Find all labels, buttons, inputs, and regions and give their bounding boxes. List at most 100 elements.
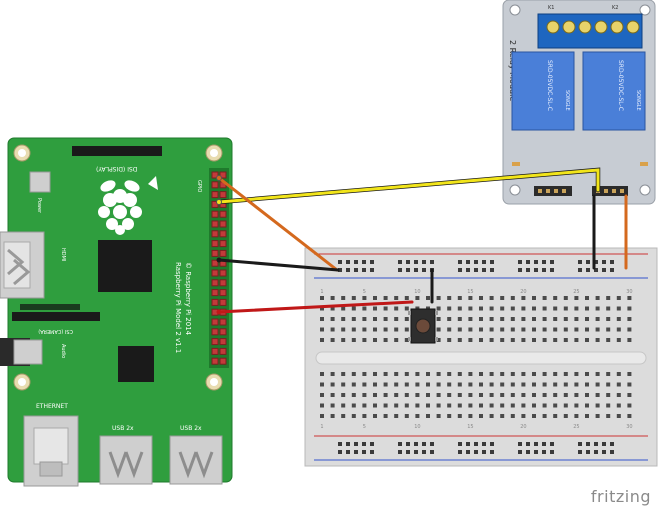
gpio-pin: [219, 191, 227, 199]
rail-hole: [414, 260, 418, 264]
csi-connector: [12, 312, 100, 321]
breadboard-hole: [542, 306, 547, 311]
breadboard-hole: [320, 306, 324, 311]
breadboard-hole: [606, 403, 611, 408]
breadboard-hole: [457, 327, 462, 332]
breadboard-hole: [373, 403, 377, 408]
breadboard-hole: [585, 382, 589, 387]
gpio-pin: [211, 357, 219, 365]
mount-hole: [509, 4, 521, 16]
breadboard-hole: [404, 403, 409, 408]
breadboard-hole: [373, 338, 377, 342]
breadboard-hole: [404, 338, 409, 342]
breadboard-hole: [574, 382, 579, 387]
gpio-pin: [219, 298, 227, 306]
gpio-pin: [211, 347, 219, 355]
breadboard-hole: [627, 382, 632, 387]
breadboard-hole: [468, 382, 473, 387]
breadboard-hole: [436, 327, 441, 332]
rail-hole: [610, 268, 614, 272]
breadboard-hole: [330, 327, 335, 332]
push-button-cap: [415, 318, 431, 334]
breadboard-hole: [415, 382, 420, 387]
gpio-pin: [211, 210, 219, 218]
breadboard-hole: [585, 372, 589, 376]
breadboard-hole: [404, 414, 409, 418]
breadboard-hole: [457, 317, 462, 321]
rail-hole: [490, 268, 494, 272]
rail-hole: [602, 260, 606, 264]
rail-hole: [602, 442, 606, 446]
terminal-strip-bottom: [320, 372, 632, 418]
breadboard-hole: [404, 327, 409, 332]
relay-1: [511, 51, 575, 131]
breadboard-hole: [500, 338, 505, 342]
breadboard-hole: [606, 414, 611, 418]
column-number: 10: [414, 289, 420, 295]
breadboard-hole: [479, 414, 483, 418]
column-number: 5: [363, 424, 366, 430]
breadboard-hole: [394, 317, 399, 321]
breadboard-hole: [436, 403, 441, 408]
breadboard-hole: [574, 306, 579, 311]
breadboard-hole: [606, 393, 611, 397]
breadboard-hole: [585, 296, 589, 300]
breadboard-hole: [563, 414, 568, 418]
breadboard-hole: [457, 414, 462, 418]
breadboard-hole: [585, 414, 589, 418]
rail-hole: [414, 442, 418, 446]
rail-hole: [362, 268, 366, 272]
breadboard-hole: [500, 317, 505, 321]
breadboard-hole: [489, 306, 494, 311]
breadboard-hole: [532, 317, 536, 321]
rail-hole: [458, 268, 462, 272]
rail-hole: [474, 260, 478, 264]
breadboard-hole: [616, 306, 621, 311]
breadboard-hole: [404, 372, 409, 376]
breadboard-hole: [521, 372, 526, 376]
rail-hole: [550, 450, 554, 454]
breadboard-hole: [606, 317, 611, 321]
gpio-pin: [211, 259, 219, 267]
breadboard-hole: [563, 306, 568, 311]
breadboard-hole: [404, 317, 409, 321]
rail-hole: [594, 268, 598, 272]
breadboard-hole: [585, 327, 589, 332]
mount-hole: [509, 184, 521, 196]
breadboard-hole: [500, 403, 505, 408]
breadboard-hole: [510, 403, 515, 408]
rail-hole: [346, 450, 350, 454]
breadboard-hole: [510, 306, 515, 311]
breadboard-hole: [383, 372, 388, 376]
rail-hole: [578, 450, 582, 454]
breadboard-hole: [510, 338, 515, 342]
breadboard-hole: [521, 338, 526, 342]
breadboard-hole: [563, 317, 568, 321]
breadboard-hole: [447, 296, 452, 300]
breadboard-hole: [341, 338, 346, 342]
center-channel: [315, 351, 647, 365]
breadboard-hole: [479, 327, 483, 332]
breadboard-hole: [489, 403, 494, 408]
rail-hole: [526, 442, 530, 446]
breadboard-hole: [341, 414, 346, 418]
rail-hole: [430, 260, 434, 264]
rail-hole: [422, 450, 426, 454]
breadboard-hole: [627, 306, 632, 311]
breadboard-hole: [532, 327, 536, 332]
breadboard-hole: [436, 317, 441, 321]
breadboard-hole: [457, 296, 462, 300]
wire-black-pi: [217, 258, 340, 272]
breadboard-hole: [330, 393, 335, 397]
breadboard-hole: [563, 403, 568, 408]
breadboard-hole: [542, 414, 547, 418]
breadboard-hole: [585, 306, 589, 311]
breadboard-hole: [585, 317, 589, 321]
power-label: Power: [36, 198, 42, 214]
pin-header-left: [534, 186, 572, 196]
breadboard-hole: [585, 393, 589, 397]
rail-hole: [458, 442, 462, 446]
gpio-pin: [219, 210, 227, 218]
column-number: 15: [467, 289, 473, 295]
gpio-pin: [211, 249, 219, 257]
